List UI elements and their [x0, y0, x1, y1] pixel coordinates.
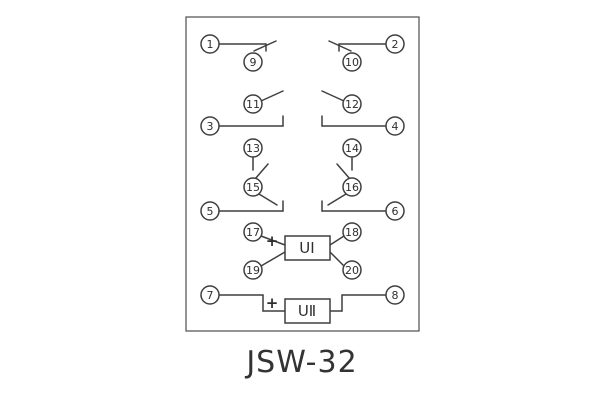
contact-blade — [328, 40, 352, 52]
contact-blade — [253, 40, 277, 52]
terminal-circle — [385, 285, 405, 305]
polarity-plus-u2: + — [266, 294, 279, 312]
terminal-circle — [243, 222, 263, 242]
terminal-19: 19 — [243, 260, 263, 280]
lead-17 — [260, 235, 286, 246]
terminal-circle — [243, 52, 263, 72]
terminal-number: 2 — [392, 38, 399, 51]
terminal-number: 10 — [345, 56, 359, 69]
terminal-6: 6 — [385, 201, 405, 221]
terminal-2: 2 — [385, 34, 405, 54]
terminal-number: 17 — [246, 226, 260, 239]
terminal-circle — [385, 116, 405, 136]
terminal-12: 12 — [342, 94, 362, 114]
terminal-number: 6 — [392, 205, 399, 218]
terminal-17: 17 — [243, 222, 263, 242]
coil-u1-label: UⅠ — [299, 239, 314, 257]
contact-blade — [260, 90, 284, 102]
terminal-circle — [243, 138, 263, 158]
terminal-number: 13 — [246, 142, 260, 155]
terminal-8: 8 — [385, 285, 405, 305]
terminal-number: 5 — [207, 205, 214, 218]
terminal-number: 18 — [345, 226, 359, 239]
terminal-15: 15 — [243, 177, 263, 197]
terminal-20: 20 — [342, 260, 362, 280]
terminal-number: 11 — [246, 98, 260, 111]
terminal-13: 13 — [243, 138, 263, 158]
model-label: JSW-32 — [244, 345, 357, 380]
terminal-circle — [385, 34, 405, 54]
contact-group-13-15-5 — [218, 156, 284, 212]
terminal-number: 19 — [246, 264, 260, 277]
terminal-circle — [243, 177, 263, 197]
terminal-number: 3 — [207, 120, 214, 133]
terminal-circle — [342, 222, 362, 242]
terminal-circle — [200, 116, 220, 136]
terminal-number: 7 — [207, 289, 214, 302]
contact-group-14-16-6 — [321, 156, 387, 212]
terminal-10: 10 — [342, 52, 362, 72]
terminal-circle — [342, 138, 362, 158]
terminal-circle — [200, 34, 220, 54]
terminal-circle — [342, 94, 362, 114]
terminal-5: 5 — [200, 201, 220, 221]
lead-19 — [260, 251, 286, 267]
terminal-number: 12 — [345, 98, 359, 111]
terminal-circle — [385, 201, 405, 221]
terminal-circle — [342, 260, 362, 280]
terminal-9: 9 — [243, 52, 263, 72]
lead-18 — [329, 235, 345, 246]
terminal-circle — [342, 52, 362, 72]
terminal-7: 7 — [200, 285, 220, 305]
terminal-number: 16 — [345, 181, 359, 194]
enclosure-outline — [185, 16, 420, 332]
terminal-circle — [200, 201, 220, 221]
lead-20 — [329, 251, 345, 267]
contact-blade — [258, 193, 278, 206]
terminal-number: 8 — [392, 289, 399, 302]
terminal-circle — [342, 177, 362, 197]
contact-blade — [327, 193, 347, 206]
coil-u2-group: UⅡ + — [218, 294, 387, 324]
terminal-16: 16 — [342, 177, 362, 197]
terminal-14: 14 — [342, 138, 362, 158]
contact-blade — [336, 163, 351, 180]
terminal-number: 14 — [345, 142, 359, 155]
terminal-1: 1 — [200, 34, 220, 54]
terminals: 1 2 9 10 11 12 — [200, 34, 405, 305]
contact-group-2-10 — [328, 40, 387, 52]
terminal-circle — [243, 260, 263, 280]
contact-blade — [254, 163, 269, 180]
coil-u1-group: UⅠ + — [260, 232, 345, 267]
contact-group-1-9 — [218, 40, 277, 52]
terminal-circle — [243, 94, 263, 114]
contact-group-3-11 — [218, 90, 284, 127]
terminal-number: 4 — [392, 120, 399, 133]
contact-group-4-12 — [321, 90, 387, 127]
terminal-number: 1 — [207, 38, 214, 51]
terminal-3: 3 — [200, 116, 220, 136]
coil-u2-box — [284, 298, 331, 324]
contact-blade — [321, 90, 345, 102]
terminal-number: 15 — [246, 181, 260, 194]
coil-u1-box — [284, 235, 331, 261]
terminal-number: 9 — [250, 56, 257, 69]
terminal-number: 20 — [345, 264, 359, 277]
terminal-11: 11 — [243, 94, 263, 114]
terminal-18: 18 — [342, 222, 362, 242]
coil-u2-label: UⅡ — [298, 302, 316, 320]
polarity-plus-u1: + — [266, 232, 279, 250]
terminal-circle — [200, 285, 220, 305]
terminal-4: 4 — [385, 116, 405, 136]
